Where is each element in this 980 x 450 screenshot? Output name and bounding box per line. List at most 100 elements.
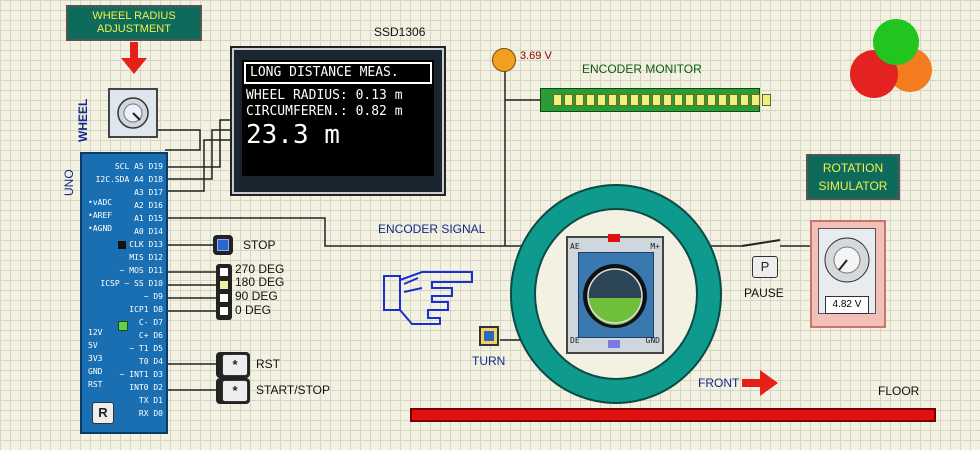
encoder-led bbox=[619, 94, 628, 106]
status-lights bbox=[850, 19, 932, 98]
encoder-led bbox=[586, 94, 595, 106]
floor-label: FLOOR bbox=[878, 384, 920, 398]
encoder-led bbox=[674, 94, 683, 106]
board-pin-label bbox=[88, 250, 112, 263]
rotation-voltage-readout: 4.82 V bbox=[825, 296, 869, 314]
board-pin-label: MIS D12 bbox=[129, 253, 163, 262]
board-pin-label bbox=[88, 276, 112, 289]
rotation-potentiometer[interactable]: 4.82 V bbox=[810, 220, 886, 328]
encoder-led bbox=[564, 94, 573, 106]
encoder-bottom-pin bbox=[608, 340, 620, 348]
board-pin-label: TX D1 bbox=[138, 396, 163, 405]
dip-label-180: 180 DEG bbox=[235, 275, 285, 289]
board-pin-label: ~ MOS D11 bbox=[119, 266, 163, 275]
clk-indicator bbox=[118, 241, 126, 249]
encoder-led bbox=[751, 94, 760, 106]
board-pin-label: 3V3 bbox=[88, 354, 103, 363]
dip-switch-block[interactable] bbox=[216, 264, 232, 320]
board-pin-label: •vADC bbox=[88, 198, 113, 207]
encoder-led bbox=[663, 94, 672, 106]
board-pin-label: ICSP ~ SS D10 bbox=[100, 279, 163, 288]
stop-button[interactable] bbox=[213, 235, 233, 255]
board-pin-label: GND bbox=[88, 367, 103, 376]
oled-title: LONG DISTANCE MEAS. bbox=[250, 65, 399, 80]
startstop-button[interactable]: * bbox=[222, 380, 248, 402]
board-pin-label: RST bbox=[88, 380, 103, 389]
board-pin-label: I2C.SDA A4 D18 bbox=[95, 175, 163, 184]
encoder-monitor-label: ENCODER MONITOR bbox=[582, 62, 702, 76]
board-pin-label: •AGND bbox=[88, 224, 113, 233]
board-pin-label: ~ D9 bbox=[143, 292, 163, 301]
uno-label: UNO bbox=[62, 169, 76, 196]
board-pin-label: ~ T1 D5 bbox=[129, 344, 163, 353]
power-led bbox=[118, 321, 128, 331]
dial-knob-icon bbox=[824, 237, 870, 283]
board-pin-label: 5V bbox=[88, 341, 98, 350]
turn-label: TURN bbox=[472, 354, 506, 368]
dip-label-90: 90 DEG bbox=[235, 289, 278, 303]
dip-label-0: 0 DEG bbox=[235, 303, 272, 317]
rst-button[interactable]: * bbox=[222, 354, 248, 376]
encoder-led bbox=[696, 94, 705, 106]
board-pin-label: A1 D15 bbox=[134, 214, 163, 223]
board-pin-label bbox=[88, 237, 112, 250]
knob-icon bbox=[117, 97, 149, 129]
board-pin-label: CLK D13 bbox=[129, 240, 163, 249]
voltage-probe bbox=[492, 48, 516, 72]
encoder-led bbox=[597, 94, 606, 106]
pin-gnd: GND bbox=[645, 336, 660, 345]
encoder-led bbox=[740, 94, 749, 106]
dip-switch-3[interactable] bbox=[220, 294, 228, 302]
startstop-label: START/STOP bbox=[256, 383, 331, 397]
board-pin-label: T0 D4 bbox=[138, 357, 163, 366]
oled-wheel-radius: WHEEL RADIUS: 0.13 m bbox=[246, 88, 403, 103]
rst-label: RST bbox=[256, 357, 280, 371]
voltage-probe-value: 3.69 V bbox=[520, 50, 552, 62]
green-light-icon bbox=[873, 19, 919, 65]
board-pin-label: 12V bbox=[88, 328, 103, 337]
oled-display: LONG DISTANCE MEAS. WHEEL RADIUS: 0.13 m… bbox=[232, 48, 444, 194]
board-pin-label: C- D7 bbox=[138, 318, 163, 327]
board-pin-label: A3 D17 bbox=[134, 188, 163, 197]
stop-label: STOP bbox=[243, 238, 276, 252]
encoder-led bbox=[608, 94, 617, 106]
board-pin-label: A0 D14 bbox=[134, 227, 163, 236]
board-pin-label: •AREF bbox=[88, 211, 113, 220]
pause-label: PAUSE bbox=[744, 286, 784, 300]
down-arrow-icon bbox=[121, 42, 147, 74]
floor-bar bbox=[410, 408, 936, 422]
board-pin-label: RX D0 bbox=[138, 409, 163, 418]
encoder-led bbox=[641, 94, 650, 106]
encoder-disc-icon bbox=[583, 264, 647, 328]
front-label: FRONT bbox=[698, 376, 740, 390]
wheel-potentiometer[interactable] bbox=[108, 88, 158, 138]
board-pin-label: ~ INT1 D3 bbox=[119, 370, 163, 379]
encoder-led bbox=[553, 94, 562, 106]
ssd1306-label: SSD1306 bbox=[374, 25, 426, 39]
board-pin-label bbox=[88, 302, 112, 315]
board-pin-label bbox=[88, 263, 112, 276]
encoder-signal-label: ENCODER SIGNAL bbox=[378, 222, 486, 236]
encoder-monitor-bar bbox=[540, 88, 771, 112]
dip-switch-1[interactable] bbox=[220, 268, 228, 276]
pause-button[interactable]: P bbox=[752, 256, 778, 278]
encoder-led bbox=[685, 94, 694, 106]
pointing-hand-icon bbox=[383, 271, 473, 325]
board-reset-button[interactable]: R bbox=[92, 402, 114, 424]
wheel-radius-label: WHEEL RADIUS ADJUSTMENT bbox=[66, 5, 202, 41]
dip-label-270: 270 DEG bbox=[235, 262, 285, 276]
board-pin-label: INT0 D2 bbox=[129, 383, 163, 392]
turn-button[interactable] bbox=[479, 326, 499, 346]
board-pin-label: ICP1 D8 bbox=[129, 305, 163, 314]
board-pin-label: C+ D6 bbox=[138, 331, 163, 340]
board-pin-label: SCL A5 D19 bbox=[114, 162, 163, 171]
encoder-led bbox=[630, 94, 639, 106]
pin-ae: AE bbox=[570, 242, 580, 251]
dip-switch-4[interactable] bbox=[220, 307, 228, 315]
board-pin-label bbox=[88, 289, 112, 302]
pin-de: DE bbox=[570, 336, 580, 345]
dip-switch-2[interactable] bbox=[220, 281, 228, 289]
encoder-module: AE M+ DE GND bbox=[566, 234, 664, 354]
